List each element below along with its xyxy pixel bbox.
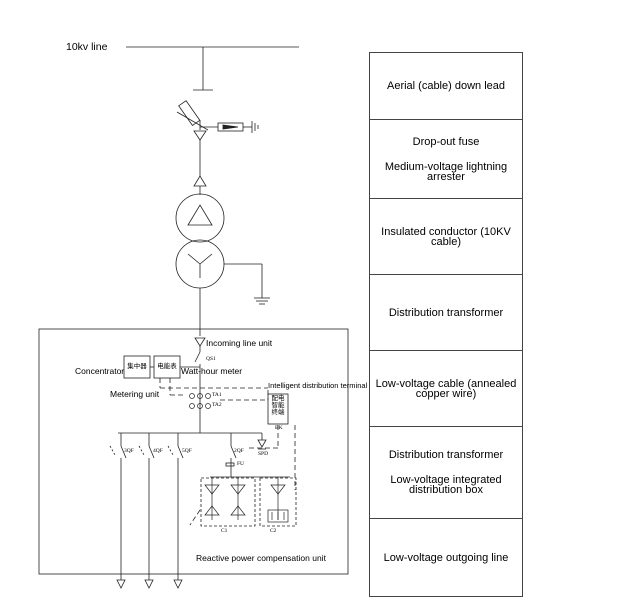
- legend-row-7: Low-voltage outgoing line: [370, 518, 522, 597]
- meter-cn: 电能表: [157, 362, 177, 370]
- feeder-3qf: [116, 433, 127, 589]
- breaker-3qf-label: 3QF: [124, 448, 134, 454]
- reactive-unit-label: Reactive power compensation unit: [196, 553, 326, 563]
- legend-row-1: Aerial (cable) down lead: [386, 80, 505, 92]
- legend-row-3: Insulated conductor (10KV cable): [370, 198, 522, 274]
- fu-label: FU: [237, 461, 245, 467]
- ta1-label: TA1: [212, 392, 222, 398]
- legend-row-6: Distribution transformer Low-voltage int…: [370, 426, 522, 518]
- breaker-2qf-label: 2QF: [234, 448, 244, 454]
- c2-label: C2: [270, 528, 277, 534]
- distribution-box: [38, 328, 349, 575]
- watt-hour-meter-label: Watt-hour meter: [181, 366, 243, 376]
- spd-label: SPD: [258, 451, 269, 457]
- intelligent-terminal-box: [267, 393, 289, 425]
- transformer-primary-winding: [175, 193, 225, 243]
- terminal-cn: 配电 智能 终端: [271, 394, 285, 416]
- feeder-5qf: [173, 433, 184, 589]
- qs-label: QS1: [206, 356, 216, 362]
- capacitor-unit-c1: [200, 477, 256, 527]
- ta2-label: TA2: [212, 402, 222, 408]
- line-label: 10kv line: [66, 41, 108, 53]
- legend-table: Aerial (cable) down lead Drop-out fuse M…: [369, 52, 523, 597]
- feeder-4qf: [144, 433, 155, 589]
- legend-row-4: Distribution transformer: [370, 274, 522, 350]
- incoming-unit-label: Incoming line unit: [206, 338, 273, 348]
- legend-row-5: Low-voltage cable (annealed copper wire): [370, 350, 522, 426]
- breaker-5qf-label: 5QF: [182, 448, 192, 454]
- breaker-4qf-label: 4QF: [153, 448, 163, 454]
- legend-row-2: Drop-out fuse Medium-voltage lightning a…: [370, 119, 522, 198]
- drop-out-fuse-symbol: [178, 100, 201, 127]
- bk-label: BK: [275, 425, 283, 431]
- c1-label: C1: [221, 528, 228, 534]
- concentrator-label: Concentrator: [75, 366, 125, 376]
- metering-unit-label: Metering unit: [110, 389, 160, 399]
- concentrator-cn: 集中器: [127, 362, 147, 370]
- intelligent-terminal-label: Intelligent distribution terminal: [268, 381, 368, 390]
